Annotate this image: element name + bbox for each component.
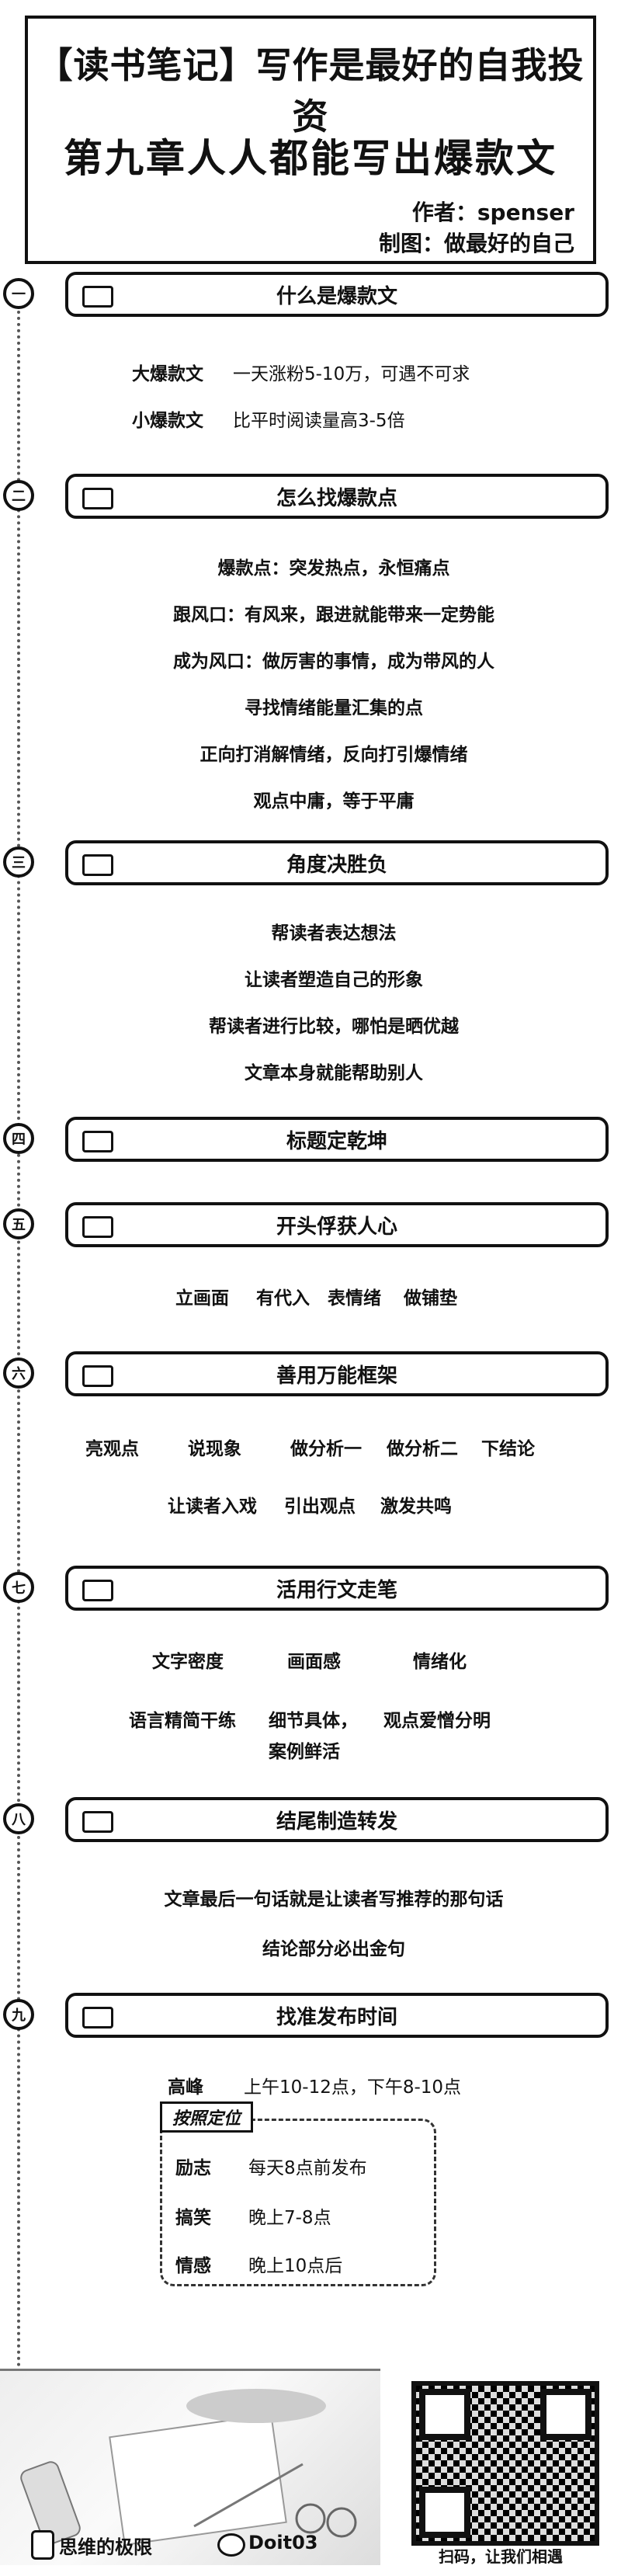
s8-line: 文章最后一句话就是让读者写推荐的那句话: [164, 1889, 504, 1910]
timing-tag: 按照定位: [160, 2101, 253, 2133]
s2-line: 正向打消解情绪，反向打引爆情绪: [199, 745, 468, 765]
pen-icon: [82, 1131, 113, 1152]
section-number: 六: [3, 1358, 34, 1389]
pen-icon: [82, 1811, 113, 1833]
section-title: 什么是爆款文: [65, 272, 609, 317]
s3-line: 帮读者表达想法: [271, 923, 397, 944]
s1-small-value: 比平时阅读量高3-5倍: [233, 411, 405, 431]
s9-item-value: 每天8点前发布: [248, 2158, 367, 2178]
s3-line: 让读者塑造自己的形象: [245, 970, 423, 990]
pen-icon: [82, 1365, 113, 1387]
s6-item: 下结论: [481, 1439, 535, 1459]
brand-name: 思维的极限: [59, 2536, 152, 2558]
s6-item: 让读者入戏: [168, 1497, 257, 1517]
section-number: 五: [3, 1208, 34, 1239]
s9-item-value: 晚上7-8点: [248, 2208, 331, 2228]
s3-line: 文章本身就能帮助别人: [245, 1063, 423, 1083]
section-title: 怎么找爆款点: [65, 474, 609, 519]
phone-icon: [31, 2530, 54, 2560]
header-card: 【读书笔记】写作是最好的自我投资 第九章人人都能写出爆款文 作者：spenser…: [25, 16, 596, 264]
s3-line: 帮读者进行比较，哪怕是晒优越: [209, 1017, 459, 1037]
section-number: 三: [3, 846, 34, 878]
s7-item: 画面感: [287, 1652, 341, 1672]
s2-line: 成为风口：做厉害的事情，成为带风的人: [173, 652, 494, 672]
s5-item: 做铺垫: [404, 1288, 457, 1309]
author-credit: 作者：spenser: [411, 200, 574, 225]
maker-credit: 制图：做最好的自己: [378, 231, 574, 256]
qr-caption: 扫码，让我们相遇: [439, 2547, 563, 2566]
pen-icon: [82, 1580, 113, 1601]
s6-item: 说现象: [188, 1439, 241, 1459]
s6-item: 亮观点: [85, 1439, 139, 1459]
page-title: 【读书笔记】写作是最好的自我投资: [36, 44, 585, 137]
s1-big-value: 一天涨粉5-10万，可遇不可求: [233, 364, 470, 384]
section-title: 标题定乾坤: [65, 1117, 609, 1162]
s7-item: 文字密度: [152, 1652, 224, 1672]
section-number: 一: [3, 278, 34, 309]
s1-small-label: 小爆款文: [132, 411, 203, 431]
s5-item: 表情绪: [328, 1288, 381, 1309]
s5-item: 有代入: [256, 1288, 310, 1309]
pen-icon: [82, 286, 113, 308]
s7-item: 情绪化: [413, 1652, 467, 1672]
qr-corner: [540, 2389, 592, 2440]
pen-icon: [82, 2007, 113, 2028]
timing-box: [160, 2119, 436, 2286]
s7-item: 观点爱憎分明: [383, 1711, 491, 1731]
section-number: 二: [3, 480, 34, 511]
s7-item: 案例鲜活: [269, 1742, 340, 1762]
section-title: 结尾制造转发: [65, 1797, 609, 1842]
chapter-title: 第九章人人都能写出爆款文: [64, 136, 557, 181]
section-number: 七: [3, 1572, 34, 1603]
s9-item-label: 情感: [175, 2256, 211, 2276]
s2-line: 跟风口：有风来，跟进就能带来一定势能: [173, 605, 494, 625]
qr-corner: [419, 2389, 470, 2440]
timeline-line: [17, 292, 20, 2381]
s2-line: 爆款点：突发热点，永恒痛点: [217, 558, 450, 579]
section-title: 开头俘获人心: [65, 1202, 609, 1247]
s1-big-label: 大爆款文: [132, 364, 203, 384]
section-title: 角度决胜负: [65, 840, 609, 885]
s9-peak-value: 上午10-12点，下午8-10点: [244, 2077, 462, 2098]
desk-photo: [0, 2369, 380, 2565]
s9-item-label: 搞笑: [175, 2208, 211, 2228]
s9-item-label: 励志: [175, 2158, 211, 2178]
s2-line: 观点中庸，等于平庸: [253, 791, 415, 812]
s9-item-value: 晚上10点后: [248, 2256, 343, 2276]
qr-corner: [419, 2487, 470, 2538]
qr-code: [411, 2381, 599, 2546]
pen-icon: [82, 1216, 113, 1238]
section-number: 八: [3, 1803, 34, 1834]
pen-icon: [82, 854, 113, 876]
s6-item: 引出观点: [284, 1497, 356, 1517]
section-number: 四: [3, 1123, 34, 1154]
s8-line: 结论部分必出金句: [262, 1939, 405, 1959]
s9-peak-label: 高峰: [168, 2077, 203, 2098]
wechat-id: Doit03: [248, 2532, 318, 2553]
section-title: 活用行文走笔: [65, 1566, 609, 1611]
s6-item: 做分析一: [290, 1439, 362, 1459]
s6-item: 做分析二: [387, 1439, 458, 1459]
s6-item: 激发共鸣: [380, 1497, 452, 1517]
section-title: 找准发布时间: [65, 1993, 609, 2038]
wechat-icon: [217, 2533, 245, 2557]
section-title: 善用万能框架: [65, 1351, 609, 1396]
desk-illustration: [20, 2389, 357, 2546]
pen-icon: [82, 488, 113, 509]
s7-item: 细节具体，: [269, 1711, 358, 1731]
s2-line: 寻找情绪能量汇集的点: [245, 698, 423, 718]
s7-item: 语言精简干练: [129, 1711, 236, 1731]
s5-item: 立画面: [175, 1288, 229, 1309]
section-number: 九: [3, 1999, 34, 2030]
